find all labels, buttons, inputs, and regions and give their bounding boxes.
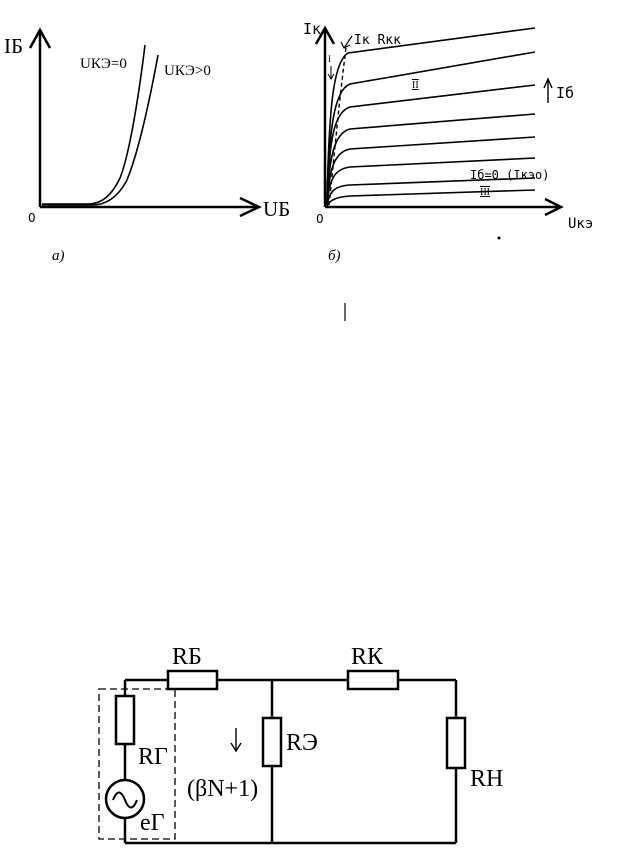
- fig-b-region-i: I: [328, 54, 331, 64]
- figure-b: Iк Uкэ 0 Iк Rкк I II III Iб Iб=0 (Iкэо) …: [303, 20, 593, 264]
- fig-a-y-axis-arrowhead: [28, 27, 52, 49]
- fig-a-curve-uke-pos: [42, 54, 159, 206]
- fig-b-y-label: Iк: [303, 20, 321, 38]
- fig-b-region-i-arrowhead: [327, 73, 335, 80]
- current-arrow-head: [230, 742, 242, 753]
- fig-b-x-label: Uкэ: [568, 216, 593, 232]
- ac-source-sine-icon: [112, 791, 138, 809]
- fig-a-curve-label-1: UКЭ>0: [164, 63, 211, 79]
- label-rk: RК: [351, 644, 384, 670]
- label-eg: eГ: [140, 810, 165, 836]
- resistor-rn: [445, 716, 467, 770]
- fig-b-dashed-boundary: [328, 47, 347, 206]
- fig-b-rkk-arrow: [343, 35, 353, 49]
- fig-b-ib-label: Iб: [556, 84, 574, 102]
- figure-a: IБ UБ 0 UКЭ=0 UКЭ>0 а): [4, 27, 290, 264]
- fig-a-x-label: UБ: [263, 197, 290, 221]
- resistor-re: [261, 716, 283, 768]
- fig-a-origin: 0: [28, 211, 36, 225]
- fig-b-caption: б): [328, 248, 341, 264]
- fig-b-bottom-curve-label: Iб=0 (Iкэо): [470, 168, 549, 182]
- label-beta: (βN+1): [187, 776, 258, 802]
- fig-b-origin: 0: [316, 212, 324, 226]
- fig-a-y-label: IБ: [4, 34, 23, 58]
- generator-dashed-box: [98, 688, 176, 840]
- fig-b-region-iii: III: [480, 187, 490, 198]
- fig-b-rkk-arrowhead: [340, 41, 351, 49]
- fig-b-curve-7: [326, 177, 536, 207]
- fig-a-x-axis-arrowhead: [239, 196, 262, 218]
- label-rg: RГ: [138, 744, 168, 770]
- fig-b-curve-6: [326, 157, 536, 206]
- fig-b-x-axis-arrowhead: [544, 197, 564, 217]
- fig-a-curve-uke0: [42, 44, 146, 205]
- resistor-rb: [166, 669, 219, 691]
- circuit-diagram: RБ RК RГ RЭ RН eГ (βN+1): [98, 644, 503, 845]
- fig-b-top-label: Iк Rкк: [354, 33, 401, 48]
- fig-a-curve-label-0: UКЭ=0: [80, 56, 127, 72]
- resistor-rk: [346, 669, 400, 691]
- label-rb: RБ: [172, 644, 202, 670]
- fig-a-caption: а): [52, 248, 65, 264]
- label-re: RЭ: [286, 730, 318, 756]
- fig-b-y-axis-arrowhead: [314, 25, 336, 45]
- fig-b-ib-arrowhead: [543, 77, 553, 89]
- label-rn: RН: [470, 766, 503, 792]
- fig-b-dot: [497, 236, 501, 240]
- fig-b-curve-8: [326, 189, 536, 207]
- resistor-rg: [114, 694, 136, 746]
- fig-b-region-ii: II: [412, 80, 419, 91]
